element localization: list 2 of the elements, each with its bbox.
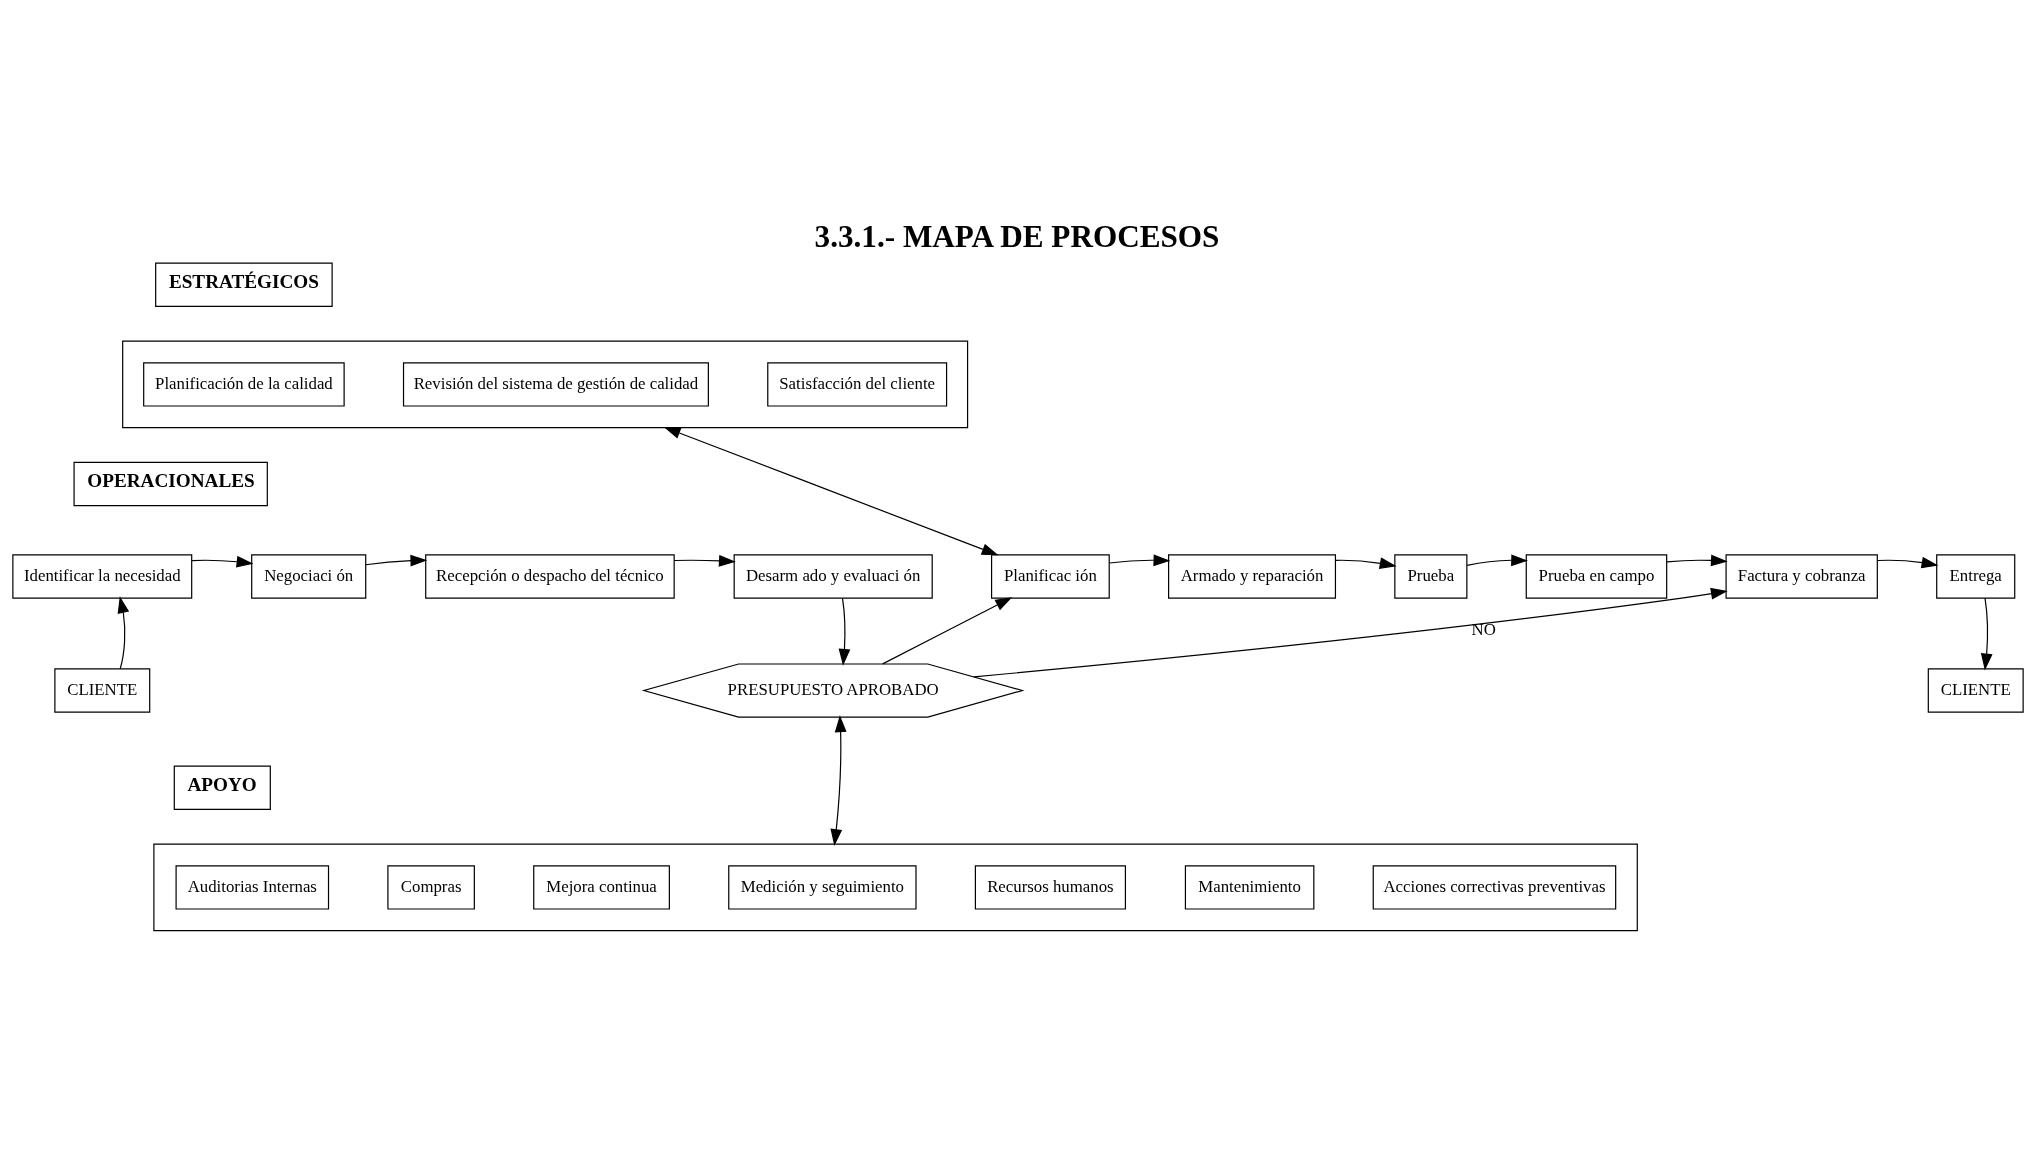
diagram-title: 3.3.1.- MAPA DE PROCESOS xyxy=(814,219,1220,255)
edge-label: NO xyxy=(1471,620,1496,640)
